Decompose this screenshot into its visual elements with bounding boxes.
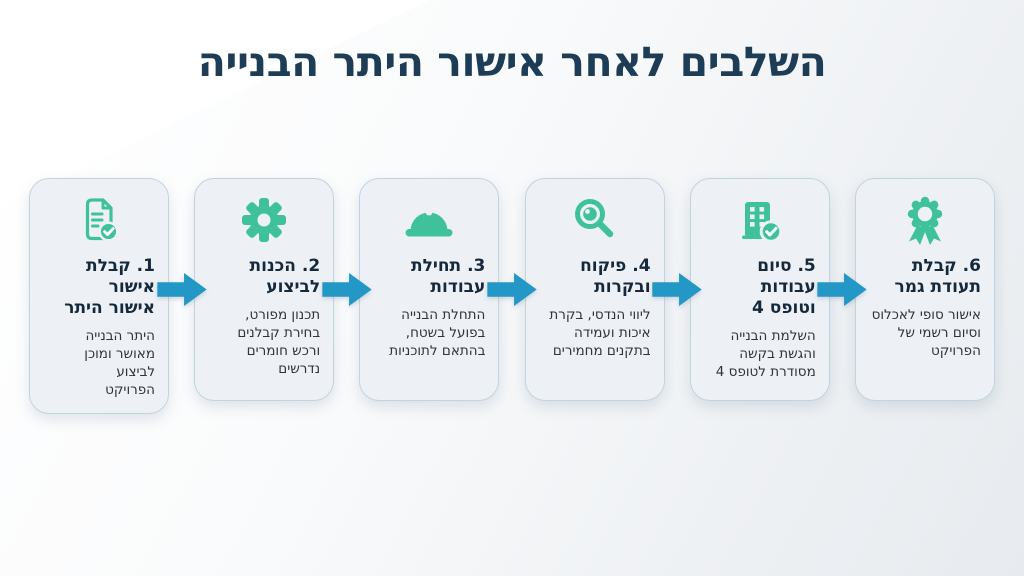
- step-card-3: 3. תחילת עבודות התחלת הבנייה בפועל בשטח,…: [359, 178, 500, 401]
- arrow-right-icon: [652, 178, 702, 308]
- step-description: התחלת הבנייה בפועל בשטח, בהתאם לתוכניות: [389, 307, 486, 359]
- step-card-6: 6. קבלת תעודת גמר אישור סופי לאכלוס וסיו…: [854, 178, 995, 401]
- hard-hat-icon: [370, 192, 488, 250]
- step-description: היתר הבנייה מאושר ומוכן לביצוע הפרויקט: [84, 328, 155, 398]
- step-title: 4. פיקוח ובקרות: [580, 256, 651, 298]
- award-ribbon-icon: [866, 192, 984, 250]
- arrow-right-icon: [156, 178, 207, 308]
- step-description: תכנון מפורט, בחירת קבלנים ורכש חומרים נד…: [237, 307, 321, 377]
- magnifier-eye-icon: [536, 192, 654, 250]
- step-title: 6. קבלת תעודת גמר: [894, 256, 981, 298]
- page-title: השלבים לאחר אישור היתר הבנייה: [197, 38, 827, 86]
- building-check-icon: [701, 192, 819, 250]
- step-title: 5. סיום עבודות וטופס 4: [752, 256, 816, 319]
- step-card-4: 4. פיקוח ובקרות ליווי הנדסי, בקרת איכות …: [524, 178, 665, 401]
- step-description: השלמת הבנייה והגשת בקשה מסודרת לטופס 4: [715, 328, 816, 380]
- arrow-right-icon: [322, 178, 372, 308]
- document-check-icon: [40, 192, 158, 250]
- steps-row: 1. קבלת אישור אישור היתר היתר הבנייה מאו…: [29, 178, 995, 415]
- arrow-right-icon: [487, 178, 537, 308]
- step-card-1: 1. קבלת אישור אישור היתר היתר הבנייה מאו…: [29, 178, 169, 415]
- gear-icon: [205, 192, 323, 250]
- step-title: 2. הכנות לביצוע: [249, 256, 321, 298]
- step-card-5: 5. סיום עבודות וטופס 4 השלמת הבנייה והגש…: [689, 178, 830, 401]
- step-description: אישור סופי לאכלוס וסיום רשמי של הפרויקט: [871, 307, 981, 359]
- step-title: 1. קבלת אישור אישור היתר: [64, 256, 155, 319]
- step-description: ליווי הנדסי, בקרת איכות ועמידה בתקנים מח…: [549, 307, 651, 359]
- step-card-2: 2. הכנות לביצוע תכנון מפורט, בחירת קבלני…: [194, 178, 335, 401]
- step-title: 3. תחילת עבודות: [410, 256, 486, 298]
- arrow-right-icon: [817, 178, 868, 308]
